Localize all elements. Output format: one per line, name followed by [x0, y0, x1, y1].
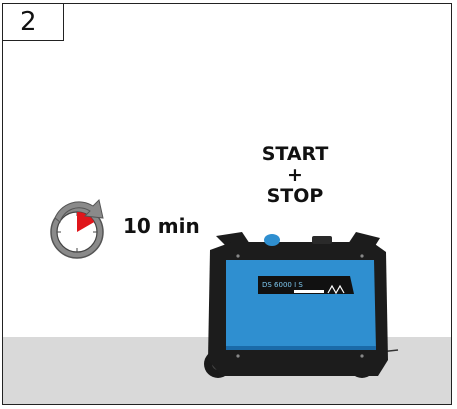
- step-number: 2: [20, 7, 37, 37]
- action-stop: STOP: [256, 186, 334, 207]
- action-plus: +: [256, 165, 334, 186]
- action-start: START: [256, 144, 334, 165]
- instruction-panel: 2 START + STOP 10 min: [2, 3, 452, 405]
- action-label: START + STOP: [256, 144, 334, 207]
- generator-icon: DS 6000 I S: [202, 230, 402, 388]
- generator-model-label: DS 6000 I S: [262, 281, 303, 289]
- timer-duration: 10 min: [123, 214, 200, 238]
- step-number-box: 2: [2, 3, 64, 41]
- timer-icon: [47, 198, 107, 262]
